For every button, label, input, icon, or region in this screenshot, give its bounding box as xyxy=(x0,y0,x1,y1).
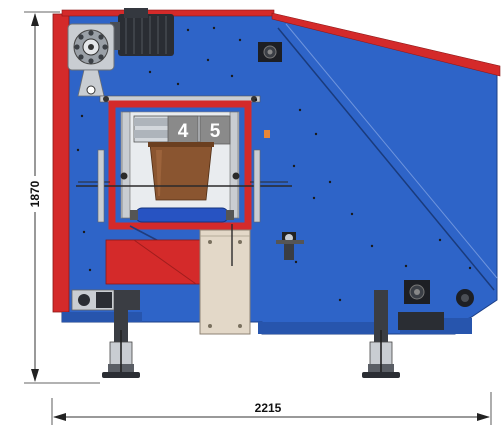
badge-4-label: 4 xyxy=(178,121,189,142)
station-red-frame xyxy=(108,100,252,230)
height-arrow-bottom xyxy=(31,369,39,382)
width-arrow-right xyxy=(477,413,490,421)
upper-right-sensor xyxy=(258,42,282,62)
right-leg xyxy=(362,290,400,378)
lower-red-cover xyxy=(105,239,203,285)
width-arrow-left xyxy=(53,413,66,421)
right-knob xyxy=(456,289,474,307)
left-leg xyxy=(102,300,140,378)
forming-station: 4 5 xyxy=(76,95,292,269)
beige-panel xyxy=(199,224,251,335)
bolt-details xyxy=(76,26,472,302)
pneumatic-unit xyxy=(276,232,304,260)
lower-left-motor xyxy=(71,289,140,311)
blue-roller xyxy=(135,207,229,223)
height-dimension: 1870 xyxy=(24,11,100,384)
gearbox xyxy=(67,23,115,97)
lower-right-sensor xyxy=(404,280,430,304)
height-dimension-label: 1870 xyxy=(28,180,42,207)
left-red-frame xyxy=(52,13,70,313)
height-arrow-top xyxy=(31,13,39,26)
width-dimension: 2215 xyxy=(51,392,492,425)
badge-5-label: 5 xyxy=(210,121,221,142)
width-dimension-label: 2215 xyxy=(255,401,282,415)
drive-motor xyxy=(110,8,174,56)
badge-5-box xyxy=(199,115,231,145)
roof-red-edge xyxy=(271,12,501,77)
